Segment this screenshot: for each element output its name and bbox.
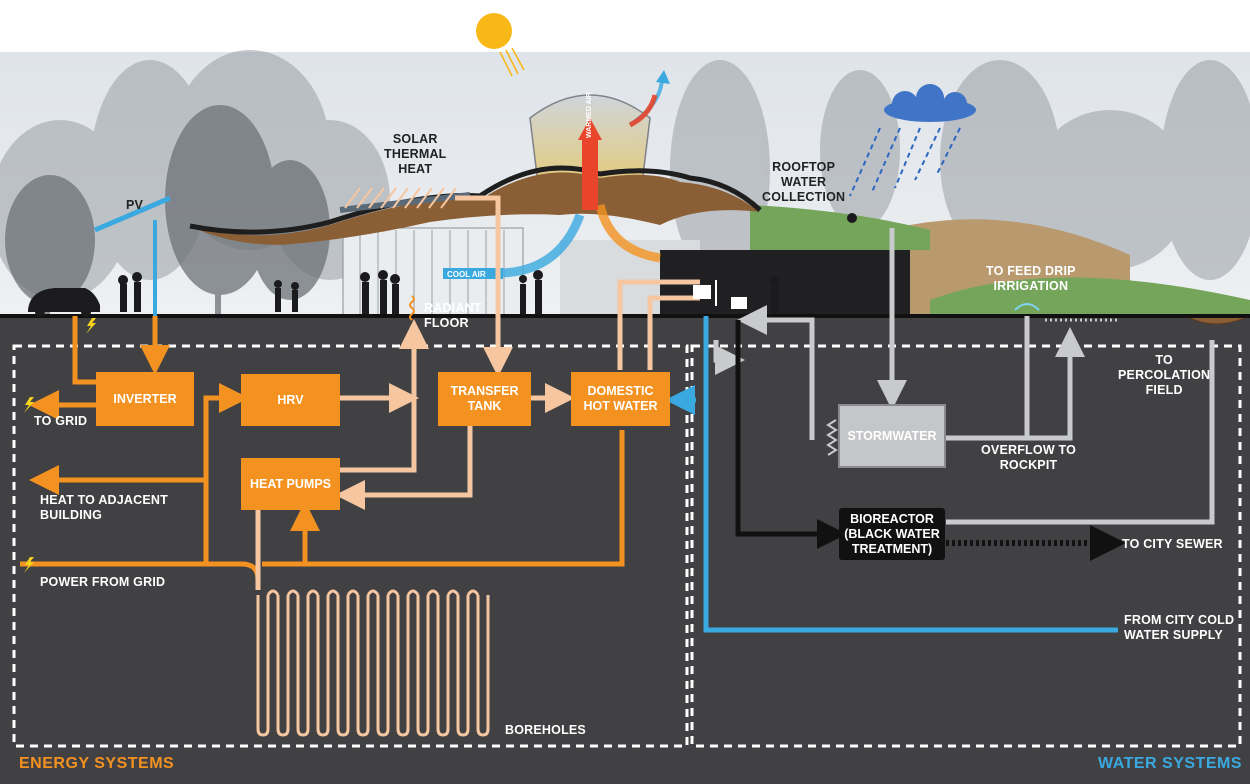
overflow-rockpit-label: OVERFLOW TO ROCKPIT xyxy=(981,443,1077,472)
plumbing-fixtures-icon xyxy=(693,280,747,309)
cool-air-label: COOL AIR xyxy=(447,270,486,279)
water-systems-boundary xyxy=(690,344,1242,748)
pv-label: PV xyxy=(126,198,144,212)
top-margin xyxy=(0,0,1250,52)
cool-air-band xyxy=(443,268,503,279)
domestic-hot-water-box: DOMESTIC HOT WATER xyxy=(571,372,670,426)
sun-rays xyxy=(499,47,525,77)
to-grid-label: TO GRID xyxy=(34,414,88,428)
radiant-floor-icon xyxy=(409,295,415,321)
inverter-box: INVERTER xyxy=(96,372,194,426)
heat-adjacent-building-label: HEAT TO ADJACENT BUILDING xyxy=(40,493,168,522)
irrigation-icon xyxy=(1014,303,1120,322)
drip-irrigation-label: TO FEED DRIP IRRIGATION xyxy=(986,264,1076,293)
hrv-box: HRV xyxy=(241,374,340,426)
boreholes-loops xyxy=(256,589,490,737)
pv-panel-icon xyxy=(94,195,171,316)
percolation-field-icon xyxy=(1189,317,1246,325)
lightning-icons xyxy=(24,318,96,573)
grey-water-pipes xyxy=(713,228,1215,525)
warmed-air-label: WARMED AIR xyxy=(586,92,593,138)
silhouettes xyxy=(28,213,857,317)
energy-systems-title: ENERGY SYSTEMS xyxy=(19,755,175,772)
boreholes-label: BOREHOLES xyxy=(505,723,586,737)
stormwater-tank: STORMWATER xyxy=(838,404,946,468)
heat-pumps-box: HEAT PUMPS xyxy=(241,458,340,510)
transfer-tank-box: TRANSFER TANK xyxy=(438,372,531,426)
rooftop-collection-label: ROOFTOP WATER COLLECTION xyxy=(762,160,846,204)
energy-systems-boundary xyxy=(12,344,689,748)
building xyxy=(189,94,1250,317)
solar-thermal-label: SOLAR THERMAL HEAT xyxy=(384,132,447,176)
cold-water-pipes xyxy=(665,316,1118,633)
power-from-grid-label: POWER FROM GRID xyxy=(40,575,166,589)
heat-pipes xyxy=(255,195,700,590)
black-water-pipe xyxy=(735,320,847,549)
radiant-floor-label: RADIANT FLOOR xyxy=(424,301,482,330)
solar-thermal-collector-icon xyxy=(344,187,457,209)
bioreactor-box: BIOREACTOR (BLACK WATER TREATMENT) xyxy=(839,508,945,560)
rain-cloud-icon xyxy=(849,84,976,197)
city-sewer-label: TO CITY SEWER xyxy=(1122,537,1223,551)
water-systems-title: WATER SYSTEMS xyxy=(1098,755,1242,772)
city-cold-water-label: FROM CITY COLD WATER SUPPLY xyxy=(1124,613,1235,642)
sun-icon xyxy=(476,13,512,49)
percolation-field-label: TO PERCOLATION FIELD xyxy=(1118,353,1211,397)
